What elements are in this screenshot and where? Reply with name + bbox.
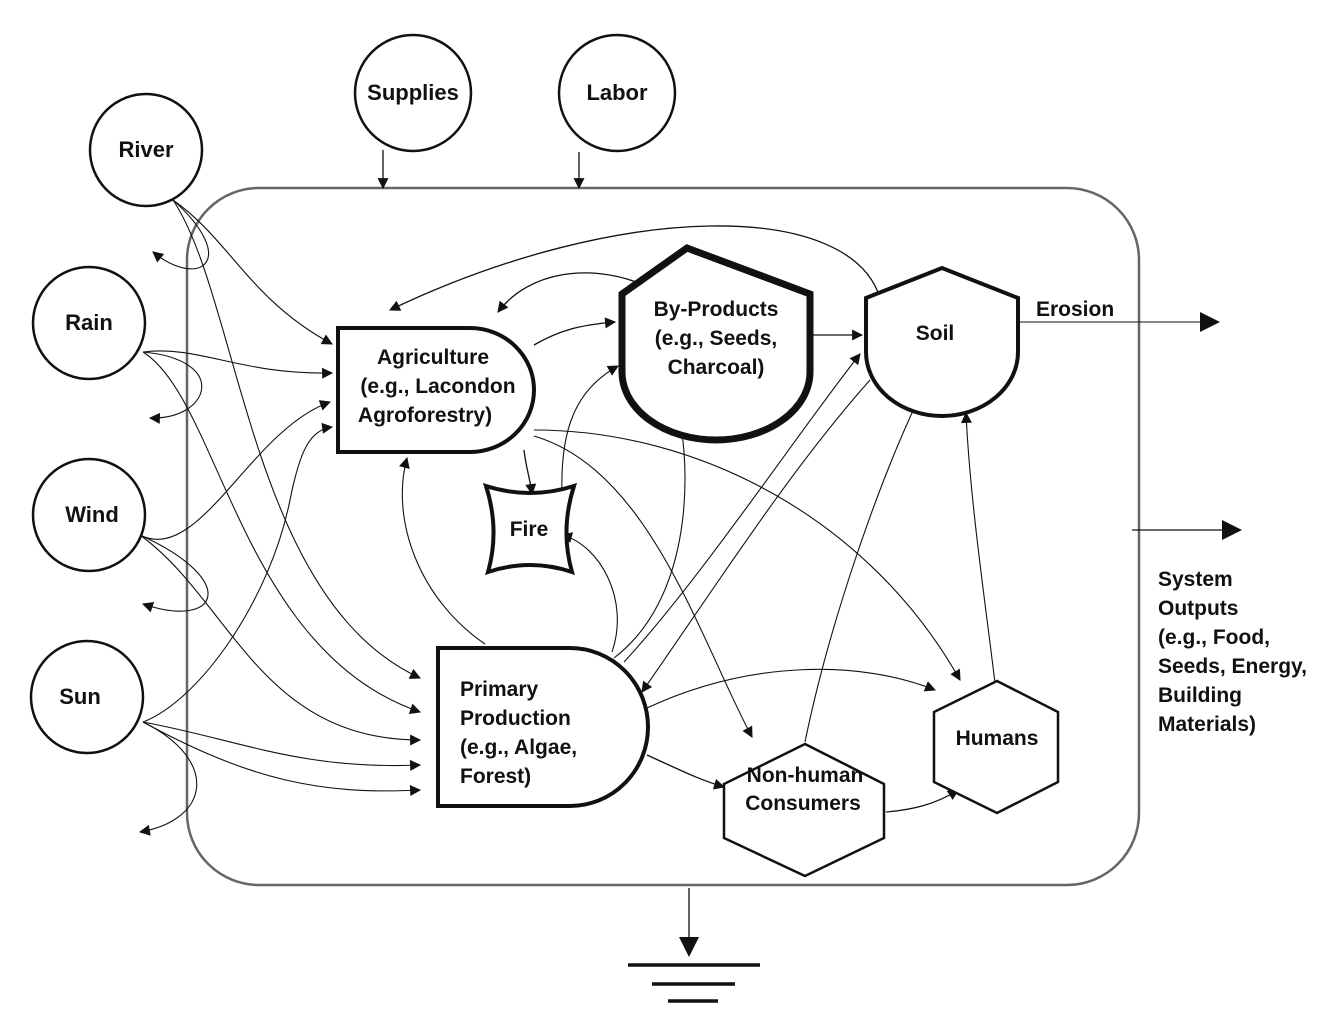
agriculture-label-2: (e.g., Lacondon xyxy=(360,375,515,398)
system-outputs-line-5: Building xyxy=(1158,684,1242,707)
non-human-consumers-label-2: Consumers xyxy=(745,792,861,815)
node-agriculture: Agriculture (e.g., Lacondon Agroforestry… xyxy=(336,326,536,454)
system-outputs-line-1: System xyxy=(1158,568,1233,591)
system-outputs-line-3: (e.g., Food, xyxy=(1158,626,1270,649)
system-outputs-line-6: Materials) xyxy=(1158,713,1256,736)
node-fire: Fire xyxy=(482,482,578,576)
source-wind: Wind xyxy=(31,457,147,573)
system-outputs-line-4: Seeds, Energy, xyxy=(1158,655,1307,678)
source-rain-label: Rain xyxy=(65,310,113,335)
node-humans: Humans xyxy=(932,679,1060,815)
primary-production-label-3: (e.g., Algae, xyxy=(460,736,577,759)
agriculture-label-1: Agriculture xyxy=(377,346,489,369)
heat-sink-icon xyxy=(628,963,760,1003)
system-outputs-line-2: Outputs xyxy=(1158,597,1238,620)
node-primary-production: Primary Production (e.g., Algae, Forest) xyxy=(436,646,650,808)
node-soil: Soil xyxy=(864,265,1020,418)
source-wind-label: Wind xyxy=(65,502,119,527)
node-byproducts: By-Products (e.g., Seeds, Charcoal) xyxy=(618,244,814,444)
non-human-consumers-label-1: Non-human xyxy=(747,764,864,787)
system-boundary xyxy=(185,186,1141,887)
source-sun: Sun xyxy=(29,639,145,755)
byproducts-label-1: By-Products xyxy=(654,298,779,321)
node-non-human-consumers: Non-human Consumers xyxy=(722,742,886,878)
system-outputs-text: System Outputs (e.g., Food, Seeds, Energ… xyxy=(1158,568,1307,736)
fire-label: Fire xyxy=(510,518,549,541)
source-river: River xyxy=(88,92,204,208)
soil-label: Soil xyxy=(916,322,955,345)
source-labor-label: Labor xyxy=(586,80,648,105)
byproducts-label-2: (e.g., Seeds, xyxy=(655,327,778,350)
humans-label: Humans xyxy=(956,727,1039,750)
primary-production-label-4: Forest) xyxy=(460,765,531,788)
source-supplies: Supplies xyxy=(353,33,473,153)
source-river-label: River xyxy=(118,137,173,162)
source-rain: Rain xyxy=(31,265,147,381)
primary-production-label-1: Primary xyxy=(460,678,539,701)
flow-arrows xyxy=(138,150,1242,957)
source-sun-label: Sun xyxy=(59,684,101,709)
erosion-label: Erosion xyxy=(1036,298,1114,321)
agriculture-label-3: Agroforestry) xyxy=(358,404,492,427)
byproducts-label-3: Charcoal) xyxy=(668,356,765,379)
primary-production-label-2: Production xyxy=(460,707,571,730)
source-labor: Labor xyxy=(557,33,677,153)
source-supplies-label: Supplies xyxy=(367,80,459,105)
